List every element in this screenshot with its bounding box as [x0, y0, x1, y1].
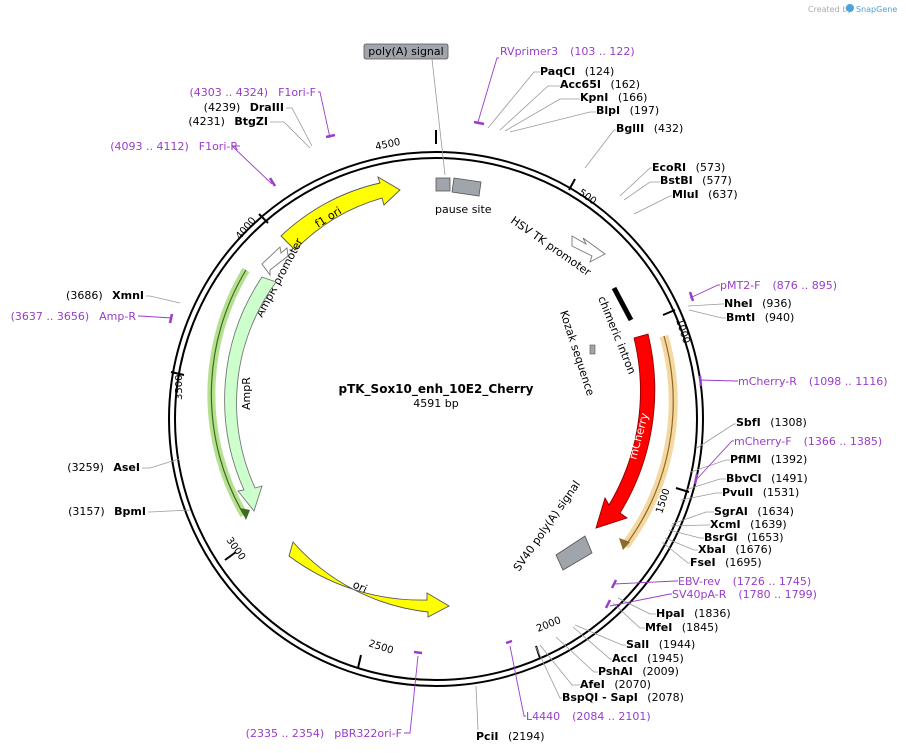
enzyme-asei[interactable]: (3259) AseI [67, 461, 140, 474]
ori-arrow[interactable] [288, 541, 450, 618]
plasmid-length: 4591 bp [413, 397, 458, 410]
enzyme-pflmi[interactable]: PflMI (1392) [730, 453, 807, 466]
enzyme-bmti[interactable]: BmtI (940) [726, 311, 794, 324]
credit-brand: SnapGene [856, 5, 897, 14]
enzyme-xmni[interactable]: (3686) XmnI [66, 289, 144, 302]
tick-mark-4000 [258, 213, 269, 224]
primer-pmt2-f[interactable]: pMT2-F(876 .. 895) [720, 279, 837, 292]
primer-rvprimer3[interactable]: RVprimer3(103 .. 122) [500, 45, 635, 58]
mcherry-arrow[interactable] [595, 333, 656, 529]
tick-mark-1500 [675, 487, 690, 493]
mcherry-orf-arrowhead [619, 538, 630, 550]
primer-mcherry-f[interactable]: mCherry-F(1366 .. 1385) [734, 435, 882, 448]
ampr-arrow[interactable] [224, 276, 277, 512]
primer-f1ori-f[interactable]: (4303 .. 4324)F1ori-F [190, 86, 317, 99]
primer-labels: RVprimer3(103 .. 122) pMT2-F(876 .. 895)… [11, 45, 888, 740]
enzyme-btgzi[interactable]: (4231) BtgZI [188, 115, 268, 128]
ampr-orf-arrowhead [240, 508, 250, 520]
hsv-tk-promoter-arrow[interactable] [571, 235, 606, 263]
enzyme-leaders [142, 71, 736, 731]
enzyme-acc65i[interactable]: Acc65I (162) [560, 78, 640, 91]
primer-sv40pa-r[interactable]: SV40pA-R(1780 .. 1799) [672, 588, 817, 601]
enzyme-bspqi-sapi[interactable]: BspQI - SapI (2078) [562, 691, 684, 704]
chimeric-intron-bar[interactable] [611, 286, 634, 322]
primer-l4440[interactable]: L4440(2084 .. 2101) [526, 710, 651, 723]
pause-site-block-2[interactable] [451, 177, 482, 197]
primer-pbr322ori-f[interactable]: (2335 .. 2354)pBR322ori-F [246, 727, 402, 740]
primer-amp-r[interactable]: (3637 .. 3656)Amp-R [11, 310, 137, 323]
enzyme-mfei[interactable]: MfeI (1845) [645, 621, 718, 634]
enzyme-labels-left: (3157) BpmI (3259) AseI (3686) XmnI (423… [66, 101, 284, 518]
enzyme-draiii[interactable]: (4239) DraIII [204, 101, 284, 114]
tick-label-3500: 3500 [174, 375, 185, 400]
enzyme-sgrai[interactable]: SgrAI (1634) [714, 505, 794, 518]
ampr-orf-line [210, 269, 247, 516]
enzyme-nhei[interactable]: NheI (936) [724, 297, 792, 310]
enzyme-bbvci[interactable]: BbvCI (1491) [726, 472, 808, 485]
primer-ebv-rev[interactable]: EBV-rev(1726 .. 1745) [678, 575, 811, 588]
enzyme-blpi[interactable]: BlpI (197) [596, 104, 659, 117]
plasmid-name: pTK_Sox10_enh_10E2_Cherry [338, 382, 533, 397]
tick-label-1000: 1000 [673, 318, 691, 346]
enzyme-paqci[interactable]: PaqCI (124) [540, 65, 614, 78]
backbone-outer [168, 151, 704, 687]
enzyme-bglii[interactable]: BglII (432) [616, 122, 683, 135]
enzyme-kpni[interactable]: KpnI (166) [580, 91, 647, 104]
primer-leaders [138, 57, 738, 734]
tick-mark-1000 [662, 309, 676, 316]
enzyme-xbai[interactable]: XbaI (1676) [698, 543, 772, 556]
snapgene-logo-icon [846, 4, 854, 12]
tick-label-4500: 4500 [374, 137, 401, 153]
enzyme-bstbi[interactable]: BstBI (577) [660, 174, 732, 187]
tick-mark-3500 [170, 371, 185, 376]
polya-signal-leader [431, 58, 446, 176]
backbone-inner [174, 157, 698, 681]
enzyme-sbfi[interactable]: SbfI (1308) [736, 416, 807, 429]
enzyme-pshai[interactable]: PshAI (2009) [598, 665, 679, 678]
polya-signal-label: poly(A) signal [368, 45, 443, 58]
chimeric-intron-label: chimeric intron [595, 294, 638, 376]
primer-marks [168, 120, 703, 655]
sv40-polya-block[interactable] [555, 535, 593, 571]
ampr-label: AmpR [240, 377, 253, 410]
enzyme-labels: PaqCI (124) Acc65I (162) KpnI (166) BlpI… [476, 65, 808, 743]
enzyme-sali[interactable]: SalI (1944) [626, 638, 695, 651]
credit-text: Created by [808, 5, 852, 14]
mcherry-orf-line [624, 335, 674, 547]
enzyme-ecori[interactable]: EcoRI (573) [652, 161, 725, 174]
enzyme-acci[interactable]: AccI (1945) [612, 652, 684, 665]
enzyme-xcmi[interactable]: XcmI (1639) [710, 518, 787, 531]
pause-site-label: pause site [435, 203, 492, 216]
f1-ori-arrow[interactable] [280, 176, 401, 251]
primer-mcherry-r[interactable]: mCherry-R(1098 .. 1116) [738, 375, 887, 388]
enzyme-bpmi[interactable]: (3157) BpmI [68, 505, 146, 518]
pause-site-block-1[interactable] [435, 177, 451, 192]
enzyme-afei[interactable]: AfeI (2070) [580, 678, 651, 691]
ampr-promoter-arrow[interactable] [261, 246, 289, 277]
tick-label-2000: 2000 [535, 615, 563, 635]
enzyme-pcii[interactable]: PciI (2194) [476, 730, 545, 743]
polya-signal-box[interactable] [363, 43, 449, 60]
tick-label-2500: 2500 [367, 638, 395, 656]
tick-mark-500 [568, 178, 576, 191]
tick-label-4000: 4000 [234, 215, 259, 242]
tick-mark-3000 [224, 551, 237, 561]
enzyme-fsei[interactable]: FseI (1695) [690, 556, 762, 569]
enzyme-hpai[interactable]: HpaI (1836) [656, 607, 731, 620]
enzyme-pvuii[interactable]: PvuII (1531) [722, 486, 799, 499]
kozak-mark[interactable] [589, 344, 596, 355]
enzyme-mlui[interactable]: MluI (637) [672, 188, 738, 201]
tick-mark-2500 [357, 654, 362, 669]
ori-label: ori [351, 578, 369, 596]
enzyme-bsrgi[interactable]: BsrGI (1653) [704, 531, 784, 544]
primer-f1ori-r[interactable]: (4093 .. 4112)F1ori-R [110, 140, 238, 153]
